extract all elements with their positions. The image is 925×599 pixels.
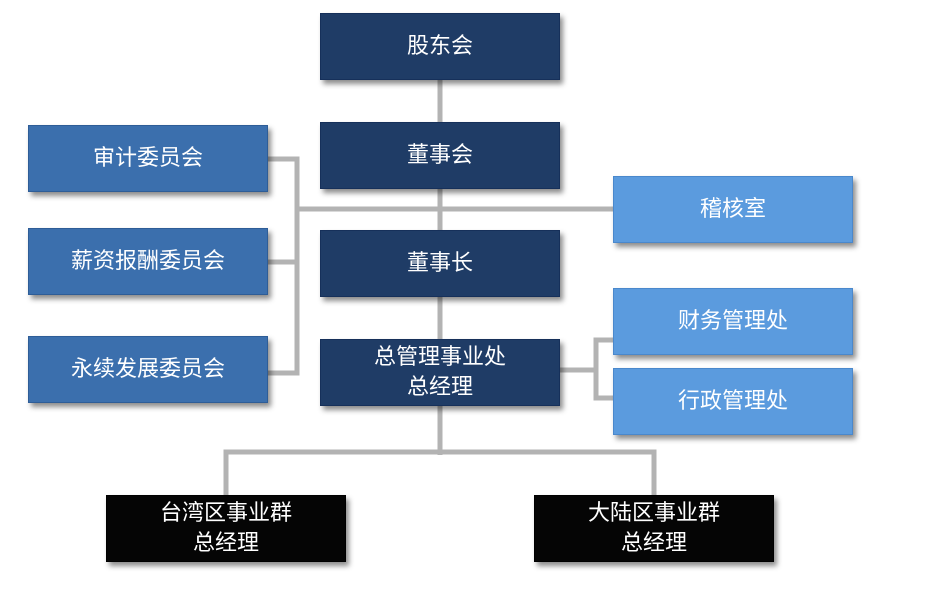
chairman-box: 董事长 [320, 230, 560, 297]
shareholders-label: 股东会 [406, 33, 473, 59]
finance-dept-box: 财务管理处 [613, 288, 853, 355]
gm-office-box: 总管理事业处 总经理 [320, 339, 560, 406]
finance-dept-label: 财务管理处 [677, 308, 788, 334]
mainland-group-box: 大陆区事业群 总经理 [534, 495, 774, 562]
mainland-group-label-line2: 总经理 [620, 530, 687, 556]
mainland-group-label-line1: 大陆区事业群 [587, 500, 720, 526]
sustainability-committee-label: 永续发展委员会 [70, 356, 225, 382]
gm-office-label-line2: 总经理 [406, 374, 473, 400]
audit-committee-label: 审计委员会 [92, 145, 203, 171]
sustainability-committee-box: 永续发展委员会 [28, 336, 268, 403]
compensation-committee-label: 薪资报酬委员会 [70, 248, 225, 274]
admin-dept-label: 行政管理处 [677, 388, 788, 414]
board-box: 董事会 [320, 122, 560, 189]
taiwan-group-label-line2: 总经理 [192, 530, 259, 556]
audit-committee-box: 审计委员会 [28, 125, 268, 192]
admin-dept-box: 行政管理处 [613, 368, 853, 435]
audit-office-box: 稽核室 [613, 176, 853, 243]
shareholders-box: 股东会 [320, 13, 560, 80]
board-label: 董事会 [406, 142, 473, 168]
chairman-label: 董事长 [406, 250, 473, 276]
gm-office-label-line1: 总管理事业处 [373, 344, 506, 370]
compensation-committee-box: 薪资报酬委员会 [28, 228, 268, 295]
audit-office-label: 稽核室 [699, 196, 766, 222]
taiwan-group-box: 台湾区事业群 总经理 [106, 495, 346, 562]
taiwan-group-label-line1: 台湾区事业群 [159, 500, 292, 526]
